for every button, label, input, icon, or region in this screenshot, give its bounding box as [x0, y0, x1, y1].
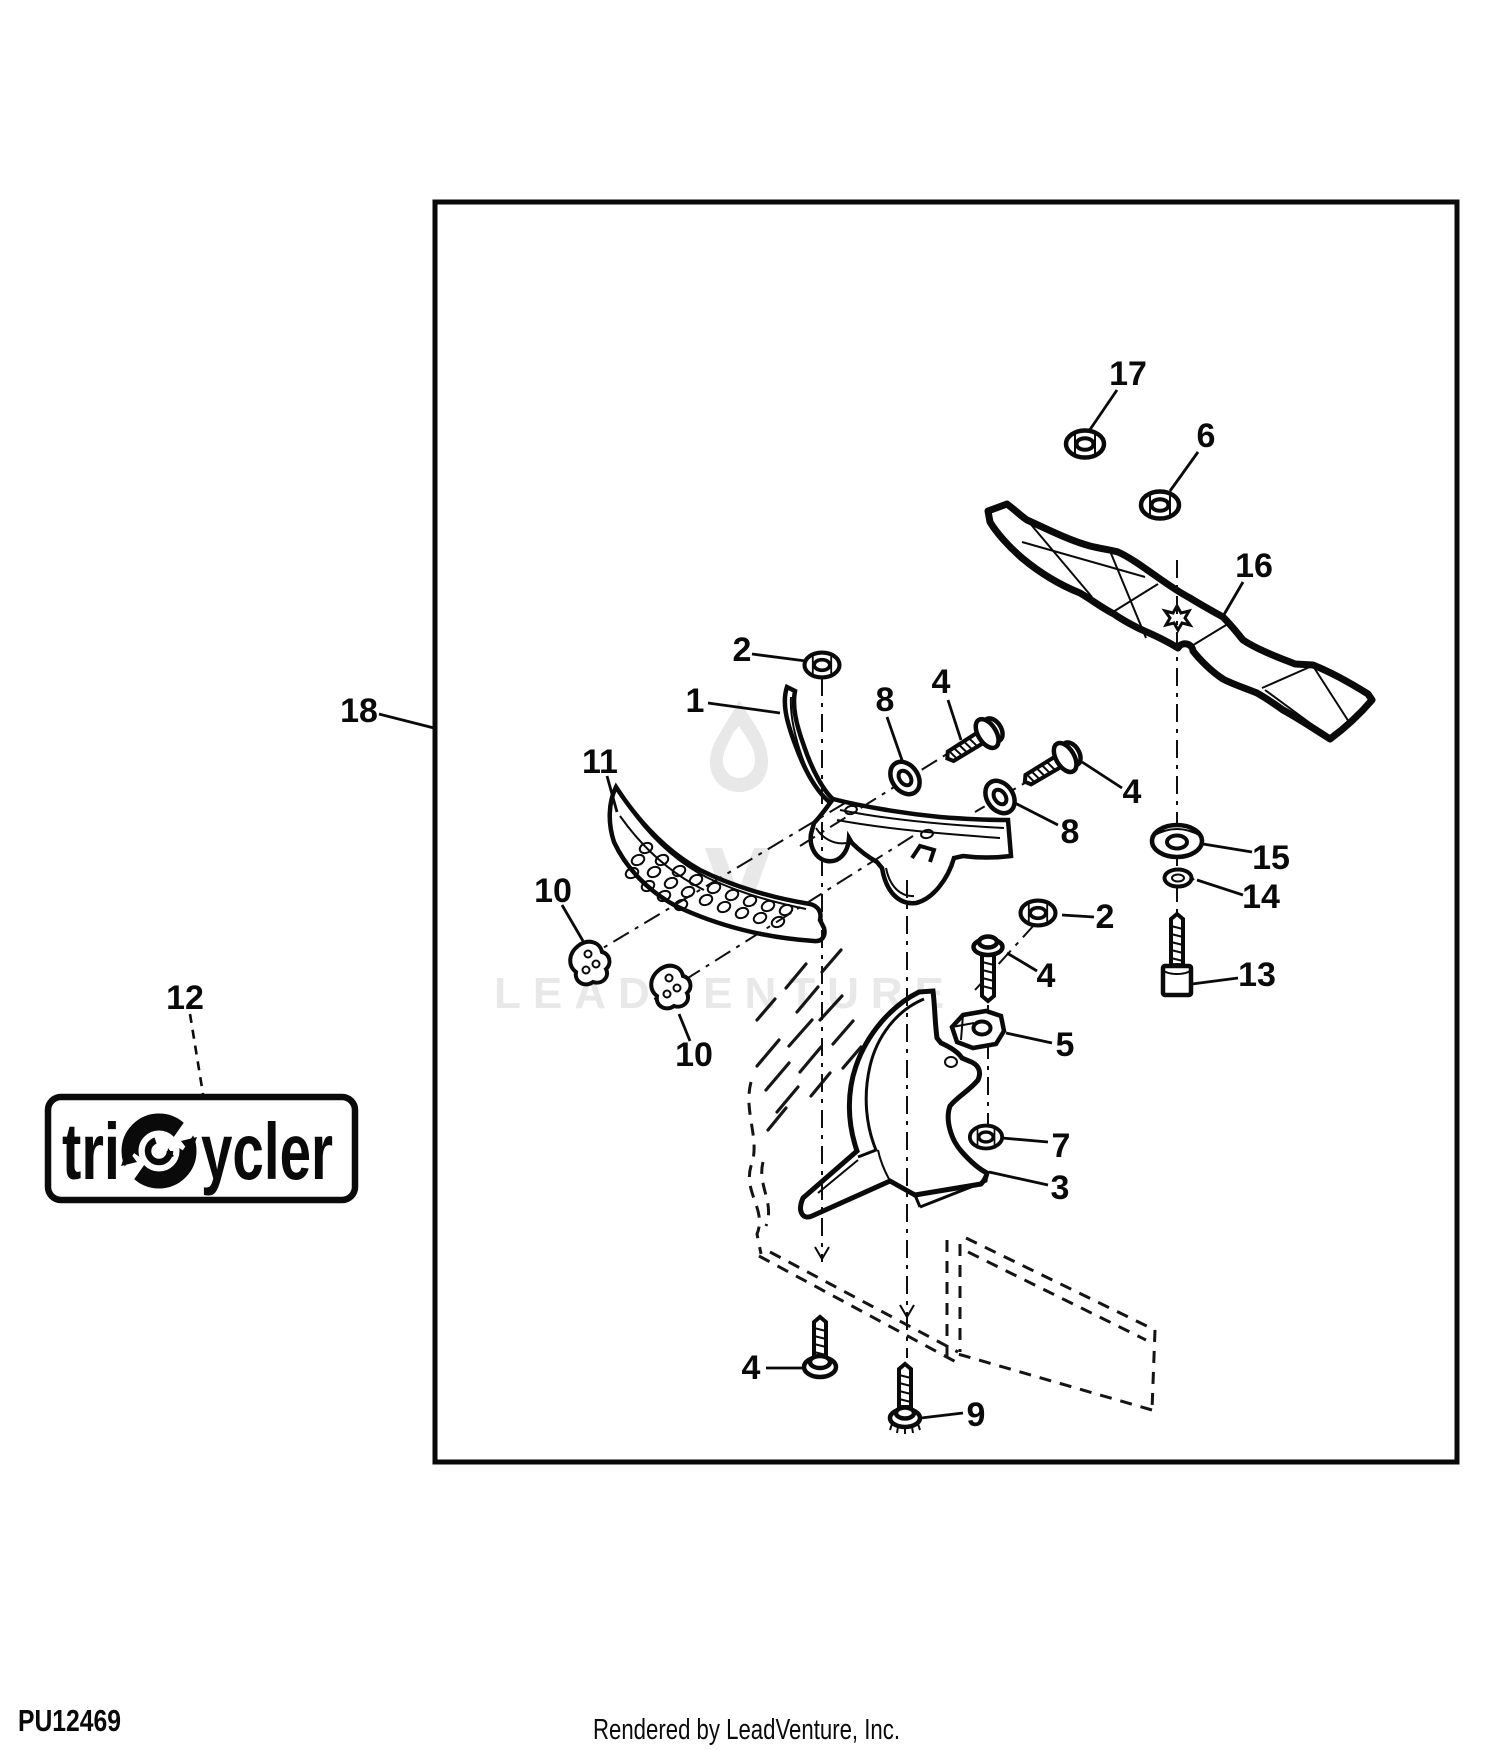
part-1-front-baffle [782, 683, 1014, 906]
centerlines [572, 560, 1178, 1358]
callout-17[interactable]: 17 [1109, 355, 1147, 393]
part-6-nut [1141, 492, 1179, 519]
part-10-clip-a [568, 939, 612, 987]
callout-labels: 1 2 2 3 4 4 4 4 5 6 7 8 8 9 10 10 11 12 … [166, 355, 1290, 1434]
callout-10a[interactable]: 10 [534, 872, 572, 910]
part-15-washer [1149, 822, 1205, 860]
part-16-blade [984, 500, 1376, 743]
mower-deck-phantom [747, 948, 1157, 1412]
part-2-nut-b [1021, 901, 1056, 926]
recycle-icon [120, 1113, 197, 1189]
part-9-bolt [887, 1361, 923, 1434]
watermark-text: LEADVENTURE [494, 969, 956, 1018]
callout-8a[interactable]: 8 [876, 681, 895, 719]
callout-13[interactable]: 13 [1238, 956, 1276, 994]
part-14-lock-washer [1162, 867, 1195, 889]
part-17-nut [1066, 431, 1104, 458]
callout-8b[interactable]: 8 [1061, 813, 1080, 851]
callout-10b[interactable]: 10 [675, 1036, 713, 1074]
part-3-shield [798, 988, 990, 1220]
callout-7[interactable]: 7 [1052, 1127, 1071, 1165]
part-code: PU12469 [18, 1703, 121, 1738]
part-8-washer-a [884, 756, 925, 800]
decal-text-tri: tri [62, 1107, 120, 1196]
callout-15[interactable]: 15 [1252, 839, 1290, 877]
callout-5[interactable]: 5 [1056, 1026, 1075, 1064]
render-credit: Rendered by LeadVenture, Inc. [593, 1714, 900, 1746]
callout-4a[interactable]: 4 [932, 663, 951, 701]
baffle-holes [624, 841, 794, 929]
v-mark-icon [705, 848, 771, 914]
callout-3[interactable]: 3 [1051, 1169, 1070, 1207]
callout-14[interactable]: 14 [1242, 878, 1280, 916]
callout-18[interactable]: 18 [340, 692, 378, 730]
blade-star-hole [1161, 602, 1194, 634]
callout-4c[interactable]: 4 [1037, 957, 1056, 995]
callout-9[interactable]: 9 [967, 1396, 986, 1434]
callout-4d[interactable]: 4 [742, 1349, 761, 1387]
part-7-nut [967, 1123, 1005, 1151]
callout-2b[interactable]: 2 [1096, 898, 1115, 936]
callout-1[interactable]: 1 [686, 682, 705, 720]
callout-16[interactable]: 16 [1235, 547, 1273, 585]
decal-text-ycler: ycler [201, 1107, 333, 1196]
leader-lines [188, 389, 1253, 1420]
deck-hatching [755, 948, 863, 1132]
part-4-bolt-b [1017, 736, 1087, 795]
part-4-bolt-c [971, 934, 1005, 1004]
callout-4b[interactable]: 4 [1123, 773, 1142, 811]
kit-boundary-frame [432, 199, 1460, 1465]
tricycler-decal: tri ycler [44, 1093, 359, 1204]
callout-12[interactable]: 12 [166, 979, 204, 1017]
callout-2a[interactable]: 2 [733, 631, 752, 669]
part-4-bolt-d [801, 1314, 839, 1380]
part-8-washer-b [979, 775, 1020, 819]
callout-11[interactable]: 11 [582, 743, 618, 781]
callout-6[interactable]: 6 [1197, 417, 1216, 455]
part-13-cap-screw [1160, 911, 1194, 998]
part-5-clip-nut [949, 1008, 1007, 1051]
part-2-nut-a [805, 653, 840, 678]
part-4-bolt-a [939, 712, 1009, 772]
leadventure-watermark: LEADVENTURE [494, 700, 956, 1018]
